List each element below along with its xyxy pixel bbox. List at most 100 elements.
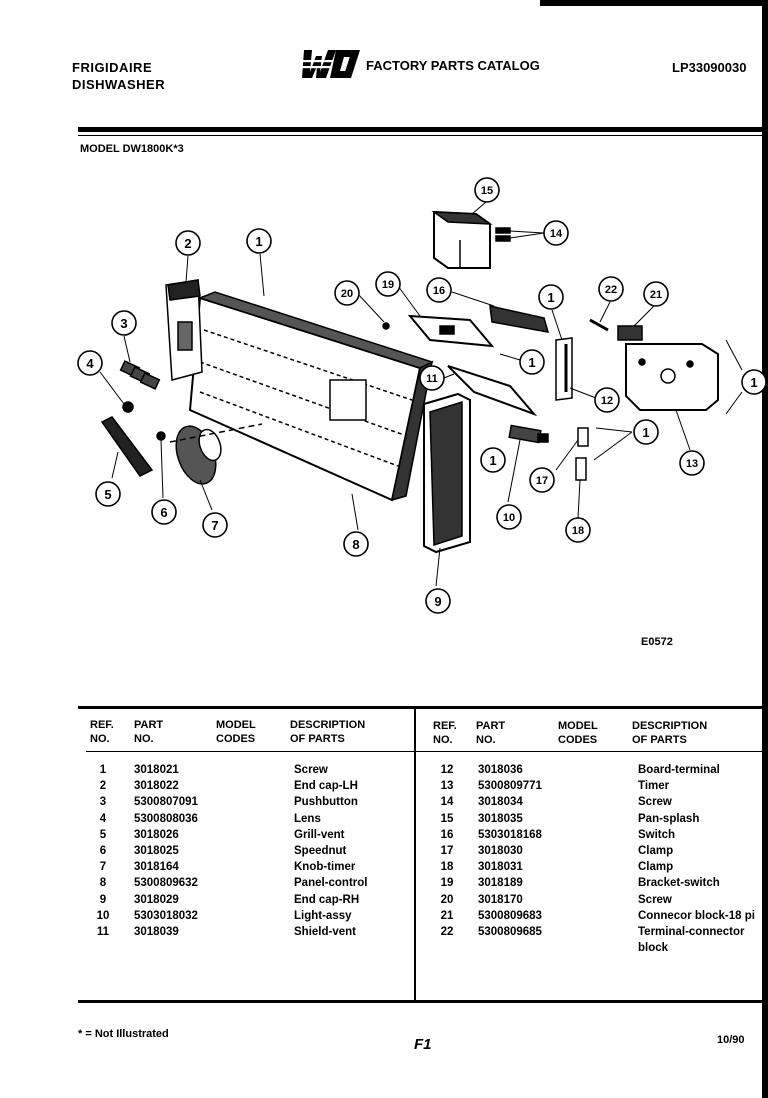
ref-cell: 6 bbox=[99, 844, 107, 857]
description-cell: Shield-vent bbox=[294, 925, 356, 938]
ref-cell: 14 bbox=[440, 796, 454, 809]
svg-text:1: 1 bbox=[642, 425, 649, 440]
brand-name: FRIGIDAIRE bbox=[72, 60, 153, 75]
clamp-17-part bbox=[577, 427, 589, 447]
description-cell: Pan-splash bbox=[638, 812, 700, 825]
lens-part bbox=[122, 401, 134, 413]
svg-text:16: 16 bbox=[433, 285, 445, 297]
callout-21: 21 bbox=[643, 281, 669, 307]
callout-22: 22 bbox=[598, 276, 624, 302]
description-cell: Bracket-switch bbox=[638, 877, 720, 890]
callouts: 1 2 3 4 5 6 7 8 9 10 11 12 13 14 15 16 1… bbox=[77, 177, 767, 614]
ref-cell: 16 bbox=[440, 828, 454, 841]
header-ref-no: REF. NO. bbox=[90, 719, 114, 745]
ref-cell: 15 bbox=[440, 812, 454, 825]
svg-text:6: 6 bbox=[160, 505, 167, 520]
svg-text:1: 1 bbox=[547, 290, 554, 305]
part-cell: 5303018168 bbox=[478, 828, 542, 841]
header-part-no-right: PART NO. bbox=[476, 720, 506, 746]
table-row: block bbox=[420, 942, 768, 958]
part-cell: 3018035 bbox=[478, 812, 523, 825]
ref-cell: 21 bbox=[440, 909, 454, 922]
table-row: 16 5303018168 Switch bbox=[420, 829, 768, 845]
callout-1e: 1 bbox=[633, 419, 659, 445]
svg-text:17: 17 bbox=[536, 475, 548, 487]
end-cap-lh-part bbox=[165, 279, 203, 381]
description-cell: Lens bbox=[294, 812, 321, 825]
header-rule-thin bbox=[78, 135, 768, 136]
screw-20-part bbox=[382, 322, 390, 330]
callout-1f: 1 bbox=[480, 447, 506, 473]
ref-cell: 2 bbox=[99, 780, 107, 793]
callout-11: 11 bbox=[419, 365, 445, 391]
light-assy-part bbox=[508, 424, 549, 444]
timer-part bbox=[625, 343, 719, 411]
svg-text:1: 1 bbox=[750, 375, 757, 390]
description-cell: Clamp bbox=[638, 861, 674, 874]
svg-text:1: 1 bbox=[255, 234, 262, 249]
svg-text:21: 21 bbox=[650, 289, 662, 301]
svg-text:15: 15 bbox=[481, 185, 493, 197]
description-cell: Screw bbox=[294, 764, 328, 776]
table-rule-top bbox=[78, 706, 768, 709]
ref-cell: 3 bbox=[99, 796, 107, 809]
svg-text:11: 11 bbox=[426, 373, 438, 385]
connector-block-part bbox=[617, 325, 643, 341]
description-cell: Switch bbox=[638, 828, 676, 841]
pan-splash-part bbox=[431, 210, 493, 269]
part-cell: 5303018032 bbox=[134, 909, 198, 922]
ref-cell: 9 bbox=[99, 893, 107, 906]
svg-text:22: 22 bbox=[605, 284, 617, 296]
description-cell: Light-assy bbox=[294, 909, 352, 922]
callout-3: 3 bbox=[111, 310, 137, 336]
ref-cell: 5 bbox=[99, 828, 107, 841]
part-cell: 5300807091 bbox=[134, 796, 198, 809]
callout-5: 5 bbox=[95, 481, 121, 507]
svg-text:9: 9 bbox=[434, 594, 441, 609]
description-cell: Terminal-connector bbox=[638, 925, 745, 938]
part-cell: 5300808036 bbox=[134, 812, 198, 825]
model-number: MODEL DW1800K*3 bbox=[80, 143, 184, 155]
switch-part bbox=[489, 305, 550, 333]
description-cell: Speednut bbox=[294, 844, 347, 857]
header-part-no: PART NO. bbox=[134, 719, 164, 745]
ref-cell: 18 bbox=[440, 861, 454, 874]
svg-text:1: 1 bbox=[528, 355, 535, 370]
description-cell: Connecor block-18 pi bbox=[638, 909, 755, 922]
pushbutton-part bbox=[119, 360, 161, 390]
ref-cell: 12 bbox=[440, 764, 454, 776]
terminal-board-part bbox=[555, 337, 573, 401]
part-cell: 3018039 bbox=[134, 925, 179, 938]
end-cap-rh-part bbox=[423, 392, 471, 554]
svg-text:10: 10 bbox=[503, 512, 515, 524]
header-description: DESCRIPTION OF PARTS bbox=[290, 719, 366, 745]
catalog-title: FACTORY PARTS CATALOG bbox=[366, 58, 540, 73]
callout-1d: 1 bbox=[741, 369, 767, 395]
screw-part bbox=[495, 227, 511, 242]
svg-text:19: 19 bbox=[382, 279, 394, 291]
shield-vent-part bbox=[447, 365, 538, 417]
svg-text:20: 20 bbox=[341, 288, 353, 300]
clamp-18-part bbox=[575, 457, 587, 481]
svg-text:4: 4 bbox=[86, 356, 94, 371]
description-cell: Screw bbox=[638, 893, 672, 906]
page-border-top bbox=[540, 0, 768, 6]
part-cell: 3018026 bbox=[134, 828, 179, 841]
revision-date: 10/90 bbox=[717, 1034, 745, 1046]
terminal-connector-part bbox=[589, 318, 609, 332]
svg-text:8: 8 bbox=[352, 537, 359, 552]
exploded-parts-diagram: 1 2 3 4 5 6 7 8 9 10 11 12 13 14 15 16 1… bbox=[77, 177, 767, 614]
header-model-codes: MODEL CODES bbox=[216, 719, 256, 745]
part-cell: 3018025 bbox=[134, 844, 179, 857]
description-cell: Knob-timer bbox=[294, 861, 356, 874]
callout-15: 15 bbox=[474, 177, 500, 203]
